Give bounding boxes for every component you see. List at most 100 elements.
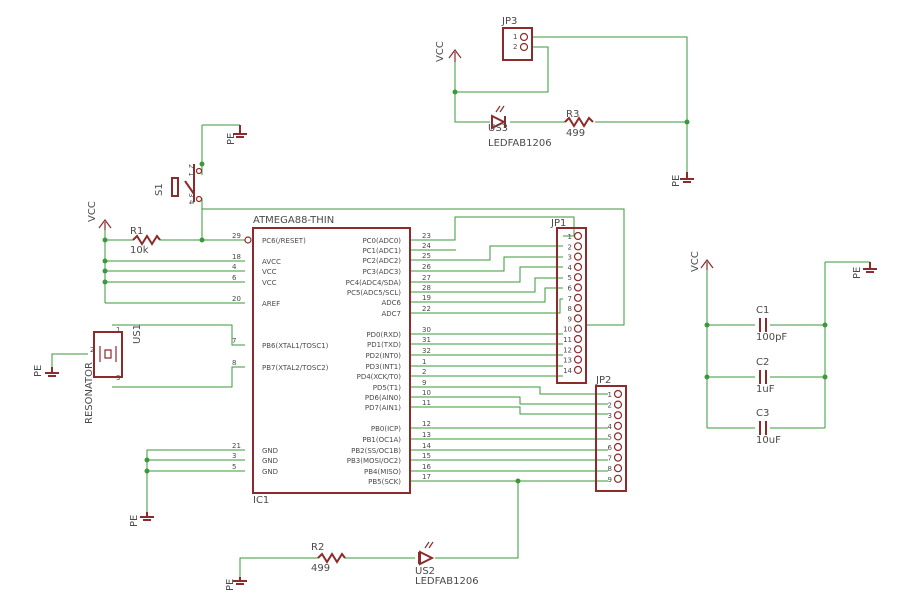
jp1-pin-number: 3 <box>568 254 572 262</box>
svg-text:RESONATOR: RESONATOR <box>84 362 95 424</box>
jp1-label: JP1 <box>550 218 566 229</box>
jp1-pin-number: 8 <box>568 305 572 313</box>
ic-pin-name: PD2(INT0) <box>365 352 401 360</box>
svg-text:S1: S1 <box>154 183 165 196</box>
svg-text:R2: R2 <box>311 542 324 553</box>
resistor-r3: R3 499 <box>564 109 594 139</box>
jp1-pin-number: 12 <box>563 346 572 354</box>
ic-pin-number: 20 <box>232 295 241 303</box>
jp2-pin-number: 5 <box>608 433 612 441</box>
ic-right-pins: PC0(ADC0)23PC1(ADC1)24PC2(ADC2)25PC3(ADC… <box>346 232 432 486</box>
ic-label: IC1 <box>253 495 269 506</box>
ic-pin-name: PB3(MOSI/OC2) <box>347 457 401 465</box>
svg-text:499: 499 <box>311 563 330 574</box>
ic-pin-name: PC4(ADC4/SDA) <box>346 279 402 287</box>
ic-pin-name: PC5(ADC5/SCL) <box>347 289 401 297</box>
jp2-pin <box>613 453 623 462</box>
led-us3: US3 LEDFAB1206 <box>488 105 552 149</box>
ic-pin-name: PD4(XCK/T0) <box>357 373 402 381</box>
svg-text:10uF: 10uF <box>756 435 781 446</box>
ic-pin-number: 15 <box>422 452 431 460</box>
ic-pin-number: 9 <box>422 379 426 387</box>
svg-text:LEDFAB1206: LEDFAB1206 <box>415 576 479 587</box>
ic-pin-number: 2 <box>422 368 426 376</box>
jp1-pin <box>573 355 583 364</box>
jp1-pin-number: 11 <box>563 336 572 344</box>
svg-text:2: 2 <box>513 43 517 51</box>
jp1-pin-number: 5 <box>568 274 572 282</box>
jp1-pin <box>573 345 583 354</box>
ic-pin-name: PD7(AIN1) <box>365 404 401 412</box>
vcc-symbol-jp3: VCC <box>435 41 462 62</box>
ground-symbol-s1: PE <box>226 125 247 145</box>
svg-text:1uF: 1uF <box>756 384 775 395</box>
ic-name: ATMEGA88-THIN <box>253 215 334 226</box>
svg-text:C1: C1 <box>756 305 769 316</box>
jp1-pin <box>573 293 583 302</box>
jp2-pin <box>613 432 623 441</box>
jp2-pin-number: 4 <box>608 423 613 431</box>
ic-pin-name: PD5(T1) <box>373 384 402 392</box>
jp1-pin <box>573 304 583 313</box>
jp2-pin <box>613 411 623 420</box>
jp1-pin-number: 9 <box>568 315 572 323</box>
ic-pin-name: VCC <box>262 268 277 276</box>
ic-pin-name: PD0(RXD) <box>366 331 401 339</box>
svg-text:2: 2 <box>90 346 94 354</box>
ic-pin-name: PB2(SS/OC1B) <box>351 447 401 455</box>
ic-pin-name: PD1(TXD) <box>367 341 401 349</box>
ic-pin-number: 1 <box>422 358 426 366</box>
jp2-pin-number: 1 <box>608 391 612 399</box>
svg-text:PE: PE <box>33 365 44 377</box>
svg-text:2: 2 <box>187 164 195 168</box>
ic-pin-number: 11 <box>422 399 431 407</box>
resistor-r1: R1 10k <box>130 226 161 256</box>
jp2-pin-number: 8 <box>608 465 612 473</box>
jp2-pin-number: 3 <box>608 412 612 420</box>
svg-text:VCC: VCC <box>690 251 701 272</box>
svg-text:C3: C3 <box>756 408 769 419</box>
ic-pin-number: 8 <box>232 359 236 367</box>
ic-pin-number: 22 <box>422 305 431 313</box>
ic-pin-name: PB0(ICP) <box>371 425 401 433</box>
ic-pin-number: 28 <box>422 284 431 292</box>
ic-pin-number: 4 <box>232 263 237 271</box>
jp2-pin <box>613 389 623 399</box>
svg-text:3: 3 <box>116 374 120 382</box>
ic-pin-number: 21 <box>232 442 241 450</box>
svg-text:1: 1 <box>513 33 517 41</box>
ground-symbol-ic: PE <box>129 512 154 527</box>
jp1-pin <box>573 334 583 344</box>
ic-pin-name: PC6(/RESET) <box>262 237 306 245</box>
jp1-pin-number: 2 <box>568 243 572 251</box>
led-us2: US2 LEDFAB1206 <box>415 541 479 587</box>
jp2-pin-number: 9 <box>608 476 612 484</box>
svg-text:PE: PE <box>852 267 863 279</box>
ic-pin-name: PC2(ADC2) <box>362 257 401 265</box>
ic-left-pins: 29PC6(/RESET)18AVCC4VCC6VCC20AREF7PB6(XT… <box>232 232 329 476</box>
jp1-pin-number: 14 <box>563 367 572 375</box>
ground-symbol-resonator: PE <box>33 365 59 377</box>
ic-pin-number: 26 <box>422 263 431 271</box>
ic-pin-name: PD6(AIN0) <box>365 394 401 402</box>
ic-pin-name: GND <box>262 457 278 465</box>
jp3-header: 1 2 JP3 <box>501 16 533 61</box>
svg-text:C2: C2 <box>756 357 769 368</box>
jp1-pin <box>573 231 583 241</box>
svg-text:PE: PE <box>129 515 140 527</box>
jp1-pin <box>573 365 583 374</box>
jp1-pin <box>573 283 583 292</box>
ground-symbol-jp3: PE <box>671 172 694 187</box>
jp2-pin-number: 7 <box>608 455 612 463</box>
ic-pin-name: GND <box>262 447 278 455</box>
ic-pin-number: 31 <box>422 336 431 344</box>
vcc-symbol-caps: VCC <box>690 251 714 272</box>
ic-pin-name: PB5(SCK) <box>368 478 401 486</box>
ic-pin-number: 29 <box>232 232 241 240</box>
ic-pin-number: 10 <box>422 389 431 397</box>
capacitor-c3: C3 10uF <box>756 408 781 446</box>
svg-text:US2: US2 <box>415 566 435 577</box>
ic-pin-name: PC0(ADC0) <box>362 237 401 245</box>
